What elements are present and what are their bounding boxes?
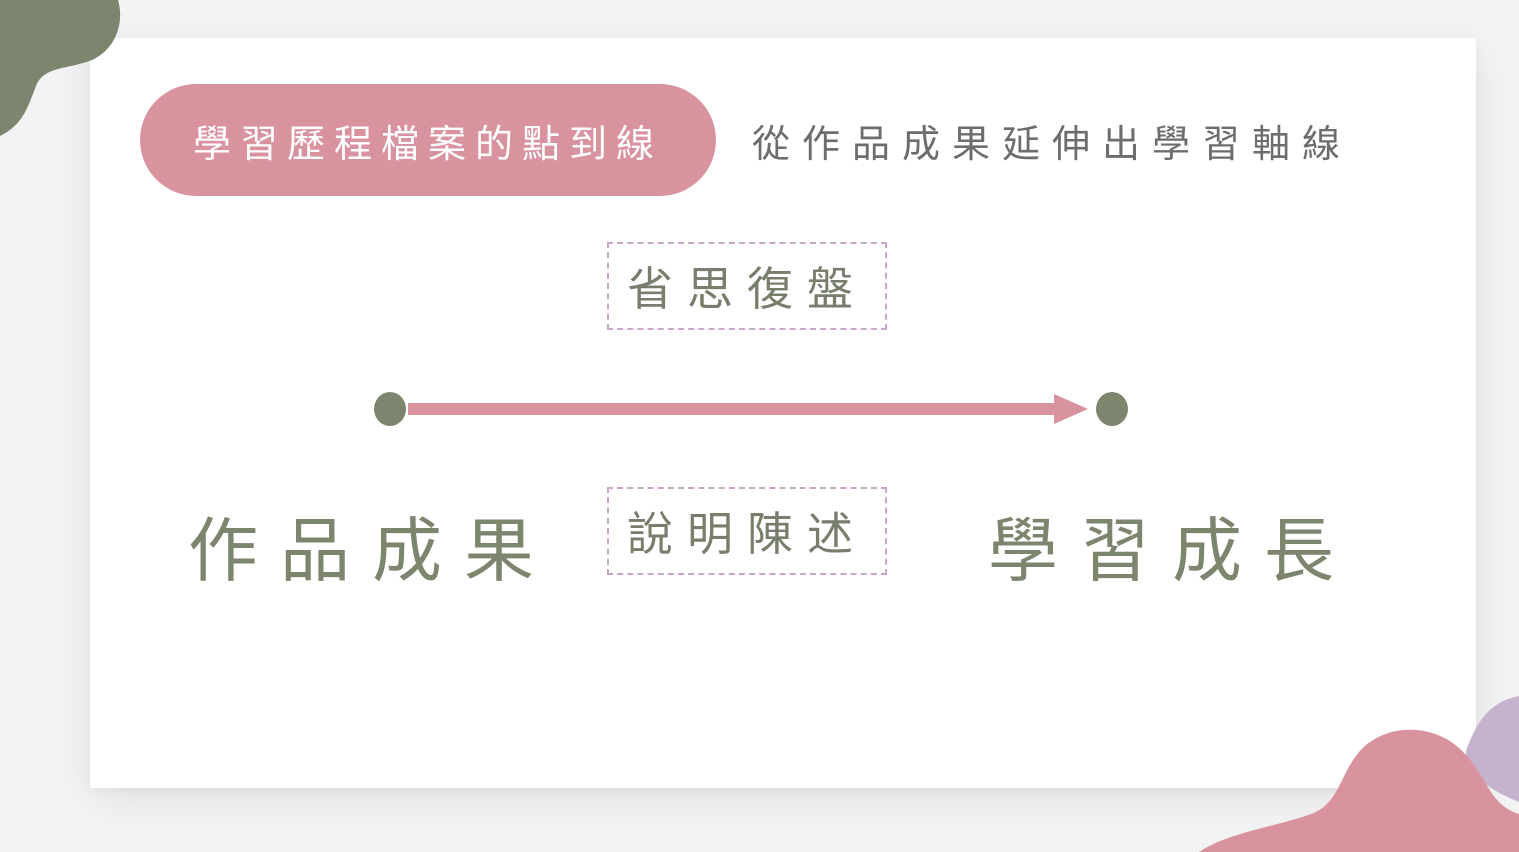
slide-title: 學習歷程檔案的點到線 — [140, 84, 716, 196]
learning-growth-label: 學習成長 — [988, 509, 1356, 592]
decorative-blob-bottom-right — [1199, 696, 1519, 852]
start-dot-icon — [374, 392, 406, 426]
timeline-arrow — [374, 392, 1128, 426]
end-dot-icon — [1096, 392, 1128, 426]
slide-subtitle: 從作品成果延伸出學習軸線 — [752, 121, 1353, 166]
arrow-right-icon — [1054, 394, 1088, 424]
explanation-box: 說明陳述 — [607, 487, 887, 575]
work-results-label: 作品成果 — [188, 509, 556, 592]
reflection-box: 省思復盤 — [607, 242, 887, 330]
decorative-blob-top-left — [0, 0, 121, 136]
